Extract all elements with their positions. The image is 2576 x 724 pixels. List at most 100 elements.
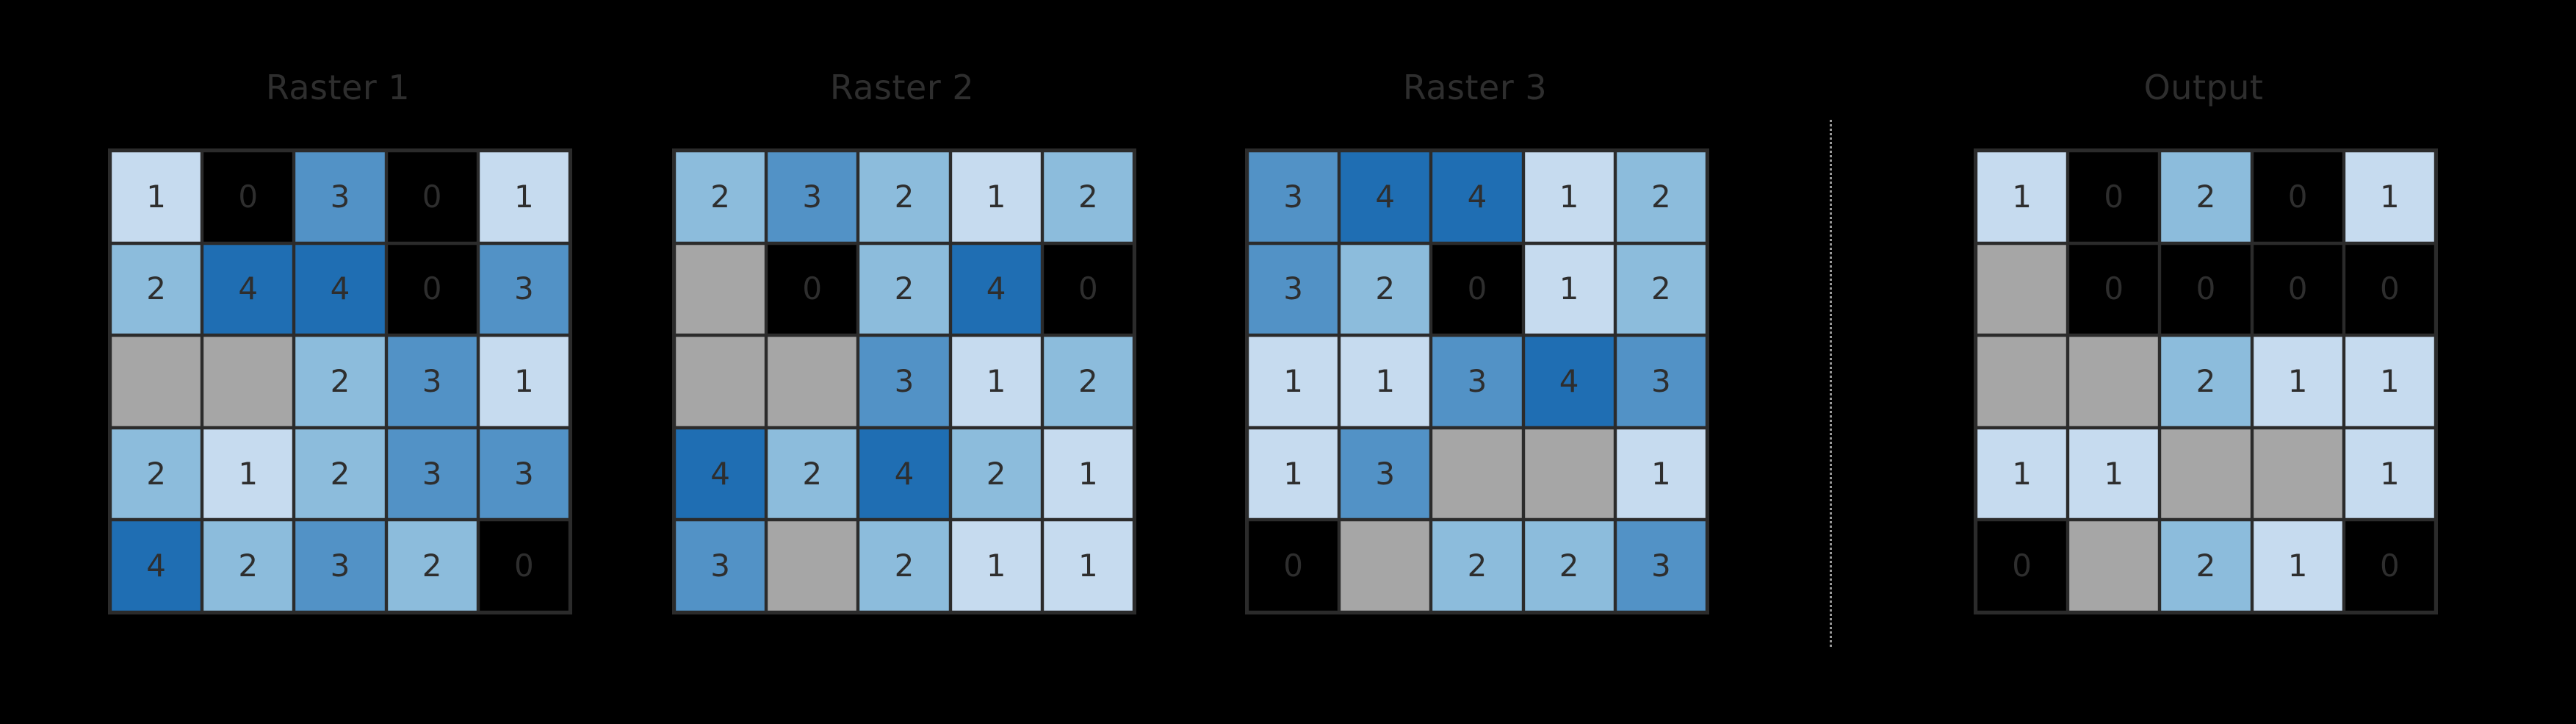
cell-value: 4 [1559,362,1579,399]
raster-cell: 2 [2160,335,2252,428]
raster-cell: 2 [294,427,386,520]
raster-cell: 2 [2160,151,2252,243]
raster-cell: 4 [1431,151,1523,243]
raster-cell [2251,427,2344,520]
raster-cell: 2 [1042,335,1134,428]
cell-value: 2 [1078,362,1098,399]
cell-value: 2 [710,178,730,215]
raster-cell: 3 [1247,151,1340,243]
raster-cell: 0 [1976,520,2068,612]
raster-cell: 1 [2343,335,2436,428]
raster-cell: 3 [1247,243,1340,336]
raster-cell: 2 [1042,151,1134,243]
cell-value: 2 [146,455,166,492]
raster-cell: 2 [1431,520,1523,612]
raster-cell: 1 [1042,427,1134,520]
raster-cell: 1 [2068,427,2160,520]
raster-cell: 2 [2160,520,2252,612]
raster-cell: 1 [477,151,570,243]
cell-value: 0 [1078,270,1098,307]
cell-value: 2 [986,455,1006,492]
raster-cell: 2 [950,427,1042,520]
cell-value: 0 [2104,178,2124,215]
raster-cell: 1 [950,335,1042,428]
cell-value: 1 [1078,548,1098,584]
panel-title-raster-1: Raster 1 [265,68,411,107]
raster-cell: 3 [674,520,767,612]
cell-value: 1 [2012,178,2032,215]
raster-cell: 2 [1339,243,1432,336]
raster-cell: 2 [674,151,767,243]
cell-value: 4 [146,548,166,584]
raster-cell: 2 [766,427,859,520]
cell-value: 3 [1283,178,1303,215]
raster-cell: 3 [477,243,570,336]
raster-cell: 2 [386,520,478,612]
raster-cell: 1 [2251,520,2344,612]
raster-cell: 2 [1614,243,1707,336]
cell-value: 3 [1467,362,1487,399]
cell-value: 2 [1467,548,1487,584]
cell-value: 3 [1283,270,1303,307]
raster-cell: 1 [477,335,570,428]
cell-value: 4 [1467,178,1487,215]
cell-value: 1 [146,178,166,215]
cell-value: 0 [2012,548,2032,584]
raster-cell: 4 [858,427,950,520]
cell-value: 1 [1078,455,1098,492]
cell-value: 2 [146,270,166,307]
raster-cell: 4 [674,427,767,520]
cell-value: 3 [1650,362,1671,399]
raster-cell [674,243,767,336]
cell-value: 2 [1375,270,1396,307]
raster-cell: 0 [2160,243,2252,336]
raster-cell: 2 [294,335,386,428]
raster-cell: 0 [766,243,859,336]
cell-value: 1 [2012,455,2032,492]
panel-title-output: Output [2143,68,2264,107]
raster-cell: 0 [2251,151,2344,243]
raster-cell [2068,520,2160,612]
raster-cell: 1 [1523,151,1615,243]
cell-value: 1 [513,178,534,215]
cell-value: 1 [1559,270,1579,307]
raster-cell [110,335,203,428]
cell-value: 1 [2379,362,2400,399]
cell-value: 1 [1283,455,1303,492]
cell-value: 2 [1650,178,1671,215]
raster-cell: 3 [386,335,478,428]
raster-cell: 1 [950,520,1042,612]
raster-cell: 1 [1339,335,1432,428]
raster-cell: 3 [1339,427,1432,520]
cell-value: 0 [802,270,823,307]
raster-cell: 1 [110,151,203,243]
cell-value: 2 [894,178,914,215]
raster-cell: 3 [386,427,478,520]
raster-cell: 1 [1042,520,1134,612]
cell-value: 1 [986,362,1006,399]
panel-divider [1830,120,1832,647]
cell-value: 4 [710,455,730,492]
raster-cell: 1 [1247,335,1340,428]
raster-cell: 1 [2343,427,2436,520]
cell-value: 2 [422,548,442,584]
cell-value: 2 [330,362,350,399]
raster-cell: 3 [1614,335,1707,428]
cell-value: 2 [894,548,914,584]
cell-value: 2 [1078,178,1098,215]
raster-cell: 3 [766,151,859,243]
raster-cell: 2 [110,243,203,336]
cell-value: 4 [894,455,914,492]
raster-cell: 0 [1042,243,1134,336]
cell-value: 0 [2287,178,2308,215]
raster-cell [766,335,859,428]
raster-cell: 0 [477,520,570,612]
raster-cell: 4 [202,243,295,336]
raster-cell: 2 [1523,520,1615,612]
cell-value: 1 [986,178,1006,215]
cell-value: 3 [330,548,350,584]
